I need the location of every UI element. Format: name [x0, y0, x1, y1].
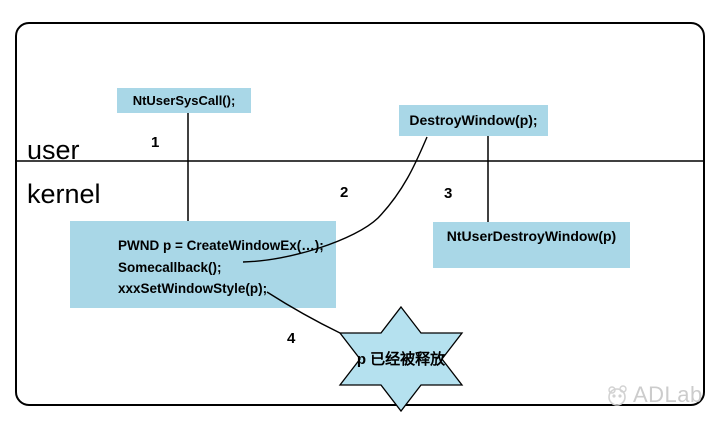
user-zone-label: user	[27, 135, 80, 165]
adlab-watermark-text: ADLab	[633, 382, 703, 407]
freed-star-label: p 已经被释放	[356, 351, 446, 368]
box-nt-user-sys-call: NtUserSysCall();	[117, 88, 251, 113]
box-destroy-window: DestroyWindow(p);	[399, 105, 548, 136]
box-create-window-ex: PWND p = CreateWindowEx(…); Somecallback…	[70, 221, 336, 308]
kernel-zone-label: kernel	[27, 179, 101, 209]
create-window-line-1: PWND p = CreateWindowEx(…);	[118, 238, 324, 253]
diagram-frame	[15, 22, 705, 406]
step-number-3: 3	[444, 185, 453, 202]
create-window-line-2: Somecallback();	[118, 259, 222, 275]
adlab-watermark: ADLab	[604, 383, 703, 407]
step-number-1: 1	[151, 134, 160, 151]
step-number-4: 4	[287, 330, 296, 347]
adlab-panda-icon	[608, 385, 627, 406]
box-nt-user-destroy-window: NtUserDestroyWindow(p)	[433, 222, 630, 268]
step-number-2: 2	[340, 184, 349, 201]
create-window-line-3: xxxSetWindowStyle(p);	[118, 281, 268, 296]
